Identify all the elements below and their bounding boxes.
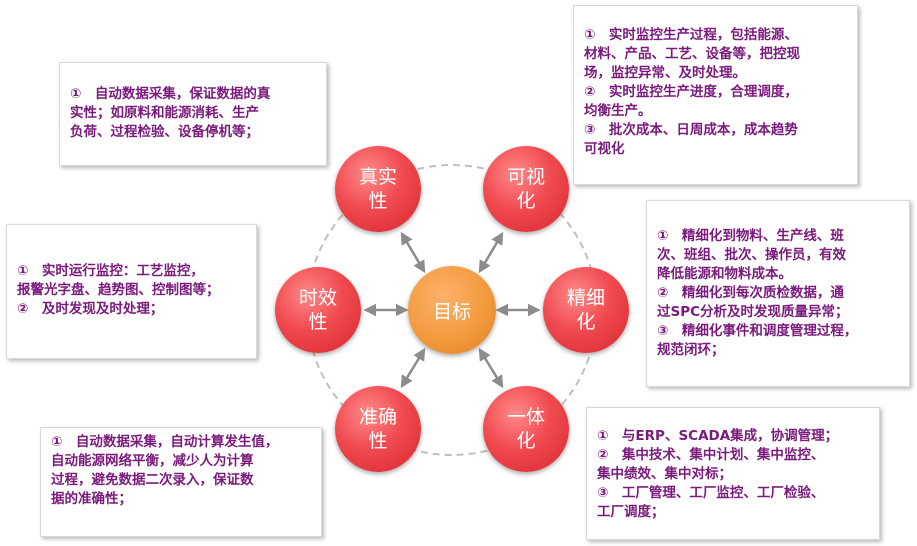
note-authenticity: ① 自动数据采集，保证数据的真 实性；如原料和能源消耗、生产 负荷、过程检验、设… bbox=[59, 62, 327, 166]
note-integration: ① 与ERP、SCADA集成，协调管理； ② 集中技术、集中计划、集中监控、 集… bbox=[586, 407, 880, 540]
note-refinement-text: ① 精细化到物料、生产线、班 次、班组、批次、操作员，有效 降低能源和物料成本。… bbox=[657, 228, 858, 358]
node-authenticity: 真实 性 bbox=[335, 146, 421, 232]
node-refinement: 精细 化 bbox=[543, 267, 629, 353]
node-goal: 目标 bbox=[408, 266, 496, 354]
arrow-to-visualization bbox=[478, 231, 504, 274]
node-timeliness: 时效 性 bbox=[275, 267, 361, 353]
note-accuracy-text: ① 自动数据采集，自动计算发生值， 自动能源网络平衡，减少人为计算 过程，避免数… bbox=[51, 434, 279, 507]
note-accuracy: ① 自动数据采集，自动计算发生值， 自动能源网络平衡，减少人为计算 过程，避免数… bbox=[40, 427, 322, 537]
note-authenticity-text: ① 自动数据采集，保证数据的真 实性；如原料和能源消耗、生产 负荷、过程检验、设… bbox=[70, 86, 271, 140]
note-visualization-text: ① 实时监控生产过程，包括能源、 材料、产品、工艺、设备等，把控现 场，监控异常… bbox=[584, 27, 800, 157]
node-accuracy: 准确 性 bbox=[335, 386, 421, 472]
note-timeliness-text: ① 实时运行监控：工艺监控， 报警光字盘、趋势图、控制图等； ② 及时发现及时处… bbox=[17, 263, 220, 317]
arrow-to-accuracy bbox=[400, 347, 426, 389]
note-integration-text: ① 与ERP、SCADA集成，协调管理； ② 集中技术、集中计划、集中监控、 集… bbox=[597, 428, 839, 520]
note-refinement: ① 精细化到物料、生产线、班 次、班组、批次、操作员，有效 降低能源和物料成本。… bbox=[646, 200, 910, 387]
arrow-to-authenticity bbox=[400, 231, 426, 274]
arrow-to-integration bbox=[478, 347, 504, 389]
node-integration: 一体 化 bbox=[483, 386, 569, 472]
note-timeliness: ① 实时运行监控：工艺监控， 报警光字盘、趋势图、控制图等； ② 及时发现及时处… bbox=[6, 224, 257, 359]
node-visualization: 可视 化 bbox=[483, 146, 569, 232]
note-visualization: ① 实时监控生产过程，包括能源、 材料、产品、工艺、设备等，把控现 场，监控异常… bbox=[573, 5, 858, 185]
